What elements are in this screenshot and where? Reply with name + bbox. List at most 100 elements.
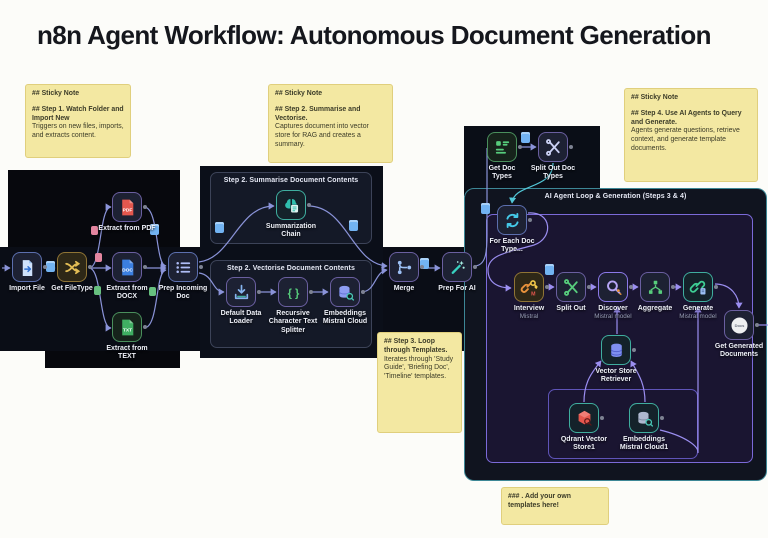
node-discover[interactable] xyxy=(598,272,633,302)
sticky-body: Triggers on new files, imports, and extr… xyxy=(32,123,124,140)
node-label: Prep Incoming Doc xyxy=(158,285,208,301)
node-for-each-doc-type[interactable] xyxy=(497,205,532,235)
download-tray-icon xyxy=(232,283,251,302)
svg-text:TXT: TXT xyxy=(122,327,131,333)
scissors-icon xyxy=(544,138,563,157)
node-label: Recursive Character Text Splitter xyxy=(268,310,318,334)
sticky-title: ### . Add your own templates here! xyxy=(508,493,571,509)
node-default-data-loader[interactable] xyxy=(226,277,261,307)
file-badge-icon xyxy=(150,224,159,235)
node-extract-from-text[interactable]: TXT xyxy=(112,312,147,342)
sticky-note-step2[interactable]: ## Sticky Note ## Step 2. Summarise and … xyxy=(268,84,393,163)
docs-circle-icon: Docs xyxy=(730,316,749,335)
group-title: AI Agent Loop & Generation (Steps 3 & 4) xyxy=(544,193,687,200)
node-get-filetype[interactable] xyxy=(57,252,92,282)
code-list-icon xyxy=(493,138,512,157)
node-extract-from-docx[interactable]: DOC xyxy=(112,252,147,282)
group-title: Step 2. Summarise Document Contents xyxy=(223,177,359,184)
sticky-heading: ## Sticky Note xyxy=(32,90,80,97)
node-generate[interactable] xyxy=(683,272,718,302)
sticky-heading: ## Sticky Note xyxy=(631,94,679,101)
link-key-icon: M xyxy=(520,278,539,297)
node-label: Qdrant Vector Store1 xyxy=(560,436,608,452)
node-vector-store-retriever[interactable] xyxy=(601,335,636,365)
file-badge-icon xyxy=(215,222,224,233)
svg-text:DOC: DOC xyxy=(122,267,133,273)
node-label: Import File xyxy=(9,285,45,292)
node-summarization-chain[interactable] xyxy=(276,190,311,220)
edge-connection xyxy=(143,266,167,329)
node-split-out-doc-types[interactable] xyxy=(538,132,573,162)
node-embeddings-mistral-cloud1[interactable] xyxy=(629,403,664,433)
sticky-body: Iterates through 'Study Guide', 'Briefin… xyxy=(384,355,454,381)
db-search-gray-icon xyxy=(635,409,654,428)
shuffle-icon xyxy=(63,258,82,277)
braces-icon: { } xyxy=(284,283,303,302)
file-badge-icon xyxy=(521,132,530,143)
node-extract-from-pdf[interactable]: PDF xyxy=(112,192,147,222)
group-title: Step 2. Vectorise Document Contents xyxy=(227,265,355,272)
sticky-title: ## Step 3. Loop through Templates. xyxy=(384,338,448,354)
green-connector-badge-icon xyxy=(94,286,101,295)
db-search-icon xyxy=(336,283,355,302)
brain-doc-icon xyxy=(282,196,301,215)
txt-file-icon: TXT xyxy=(118,318,137,337)
node-label: Discover xyxy=(598,305,628,312)
file-badge-icon xyxy=(349,220,358,231)
edge-connection xyxy=(583,360,602,403)
svg-text:Docs: Docs xyxy=(734,323,745,328)
node-label: Vector Store Retriever xyxy=(595,368,637,384)
node-label: Embeddings Mistral Cloud1 xyxy=(619,436,669,452)
node-label: Extract from TEXT xyxy=(106,345,148,361)
edge-connection xyxy=(630,360,646,403)
node-label: Get Generated Documents xyxy=(714,343,764,359)
qdrant-icon xyxy=(575,409,594,428)
scissors-green-icon xyxy=(562,278,581,297)
sticky-note-step1[interactable]: ## Sticky Note ## Step 1. Watch Folder a… xyxy=(25,84,131,158)
node-get-generated-documents[interactable]: Docs xyxy=(724,310,759,340)
file-badge-icon xyxy=(481,203,490,214)
edge-connection xyxy=(508,162,554,204)
node-label: Embeddings Mistral Cloud xyxy=(322,310,368,326)
sticky-note-step3[interactable]: ## Step 3. Loop through Templates. Itera… xyxy=(377,332,462,433)
node-label: Extract from DOCX xyxy=(106,285,148,301)
node-label: Summarization Chain xyxy=(265,223,317,239)
sticky-title: ## Step 4. Use AI Agents to Query and Ge… xyxy=(631,109,742,126)
sticky-heading: ## Sticky Note xyxy=(275,90,323,97)
node-sublabel: Mistral xyxy=(519,313,539,321)
edge-connection xyxy=(714,283,743,309)
node-prep-for-ai[interactable] xyxy=(442,252,477,282)
svg-text:PDF: PDF xyxy=(122,207,132,213)
search-icon xyxy=(604,278,623,297)
node-qdrant-vector-store1[interactable] xyxy=(569,403,604,433)
node-get-doc-types[interactable] xyxy=(487,132,522,162)
sticky-note-add-templates[interactable]: ### . Add your own templates here! xyxy=(501,487,609,525)
wand-icon xyxy=(448,258,467,277)
edge-connection xyxy=(198,272,225,296)
node-recursive-character-text-splitter[interactable]: { } xyxy=(278,277,313,307)
node-prep-incoming-doc[interactable] xyxy=(168,252,203,282)
sticky-title: ## Step 1. Watch Folder and Import New xyxy=(32,105,124,122)
git-merge-icon xyxy=(395,258,414,277)
page-title: n8n Agent Workflow: Autonomous Document … xyxy=(37,20,712,50)
sticky-note-step4[interactable]: ## Sticky Note ## Step 4. Use AI Agents … xyxy=(624,88,758,182)
node-label: Generate xyxy=(682,305,714,312)
node-merge[interactable] xyxy=(389,252,424,282)
node-split-out[interactable] xyxy=(556,272,591,302)
edge-connection xyxy=(487,212,549,292)
doc-file-icon: DOC xyxy=(118,258,137,277)
node-label: Aggregate xyxy=(637,305,673,312)
file-badge-icon xyxy=(420,258,429,269)
edge-connection xyxy=(88,267,112,332)
node-aggregate[interactable] xyxy=(640,272,675,302)
node-label: Prep For AI xyxy=(438,285,476,292)
node-embeddings-mistral-cloud[interactable] xyxy=(330,277,365,307)
node-interview[interactable]: M xyxy=(514,272,549,302)
node-label: Interview xyxy=(513,305,545,312)
node-label: For Each Doc Type... xyxy=(489,238,535,254)
green-connector-badge-icon xyxy=(149,287,156,296)
node-import-file[interactable] xyxy=(12,252,47,282)
edge-connection xyxy=(143,206,167,270)
db-icon xyxy=(607,341,626,360)
file-badge-icon xyxy=(46,261,55,272)
